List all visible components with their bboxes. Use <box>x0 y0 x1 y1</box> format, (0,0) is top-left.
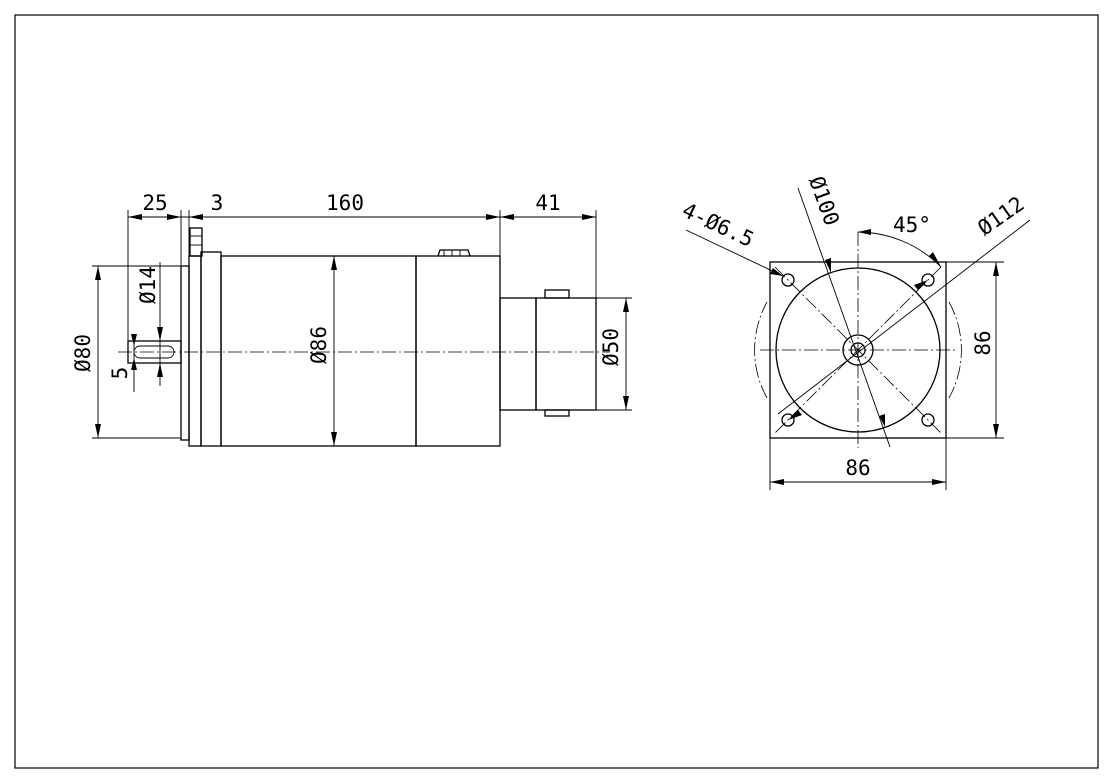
dim-key-width: 5 <box>108 367 132 380</box>
dim-width: 86 <box>845 456 870 480</box>
dim-spacer-length: 3 <box>211 191 224 215</box>
dim-angle <box>857 229 942 268</box>
dim-body-length: 160 <box>326 191 364 215</box>
dim-flange-pilot-dia: Ø80 <box>71 334 95 372</box>
dim-bolt-circle-line <box>777 219 1031 420</box>
dim-width-line <box>769 438 947 490</box>
dim-height: 86 <box>971 330 995 355</box>
mounting-hole-icon <box>781 413 795 427</box>
motor-body <box>220 249 501 447</box>
dim-top-line <box>128 214 596 220</box>
mounting-hole-icon <box>921 273 935 287</box>
dim-holes: 4-Ø6.5 <box>679 198 758 252</box>
dim-body-dia: Ø86 <box>307 326 331 364</box>
extension-lines <box>92 210 632 439</box>
dim-shaft-line <box>157 262 163 386</box>
tail-connector <box>544 289 570 299</box>
dim-angle-label: 45° <box>893 213 931 237</box>
dim-body-dia-line <box>331 256 337 446</box>
front-centerlines <box>754 232 962 448</box>
side-view: 25 3 160 41 Ø80 Ø14 5 Ø8 <box>71 191 632 447</box>
dim-height-line <box>946 261 1004 439</box>
mounting-holes <box>781 273 935 427</box>
dim-flange-length: 25 <box>142 191 167 215</box>
dim-inner-dia-line <box>797 187 891 448</box>
front-view: 4-Ø6.5 Ø100 45° Ø112 8 <box>679 173 1031 490</box>
flange-tab <box>189 227 203 257</box>
dim-holes-leader <box>685 229 784 277</box>
mounting-flange <box>180 227 222 447</box>
mounting-hole-icon <box>781 273 795 287</box>
dim-inner-dia: Ø100 <box>804 173 844 229</box>
drawing-frame <box>14 14 1099 769</box>
dim-bolt-circle-dia: Ø112 <box>973 192 1028 241</box>
dim-tail-dia-line <box>623 298 629 410</box>
mounting-hole-icon <box>921 413 935 427</box>
shaft-keyway <box>133 345 175 359</box>
dim-flange-pilot-line <box>95 266 101 438</box>
dim-tail-length: 41 <box>535 191 560 215</box>
tail-housing <box>499 289 597 417</box>
dim-shaft-dia: Ø14 <box>136 266 160 304</box>
dim-tail-dia: Ø50 <box>599 328 623 366</box>
dim-key-line <box>131 334 137 392</box>
terminal-boss <box>437 249 471 257</box>
